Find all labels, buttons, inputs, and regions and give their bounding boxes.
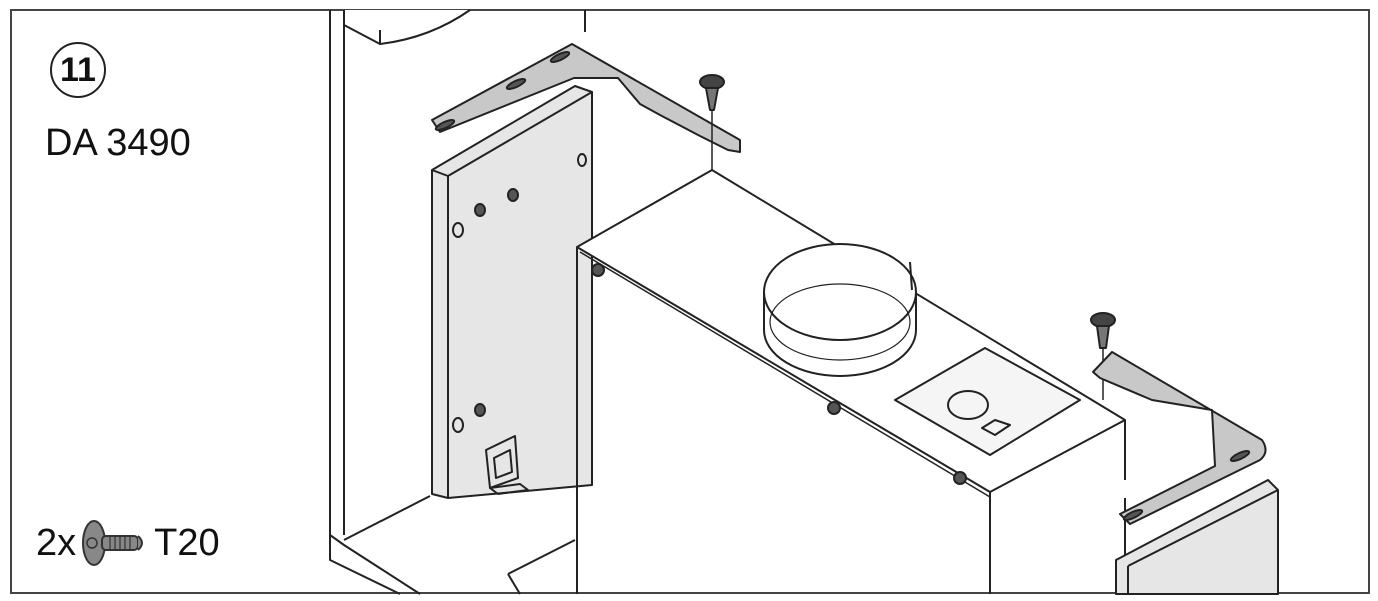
right-side-panel: [1115, 479, 1279, 595]
screw-left: [699, 74, 725, 180]
fastener-legend: 2x T20: [36, 518, 220, 568]
fastener-quantity: 2x: [36, 521, 77, 564]
step-number-badge: 11: [50, 42, 106, 98]
mounting-bracket-right: [1092, 351, 1267, 525]
torx-screw-icon: [82, 520, 144, 566]
control-plate: [894, 347, 1081, 456]
fastener-drive-size: T20: [154, 521, 220, 564]
duct-collar: [763, 243, 917, 377]
diagram-frame: [10, 9, 1370, 594]
step-number: 11: [60, 50, 96, 89]
left-side-panel: [431, 85, 593, 499]
model-number: DA 3490: [45, 122, 191, 164]
wall-cabinet: [329, 9, 586, 595]
